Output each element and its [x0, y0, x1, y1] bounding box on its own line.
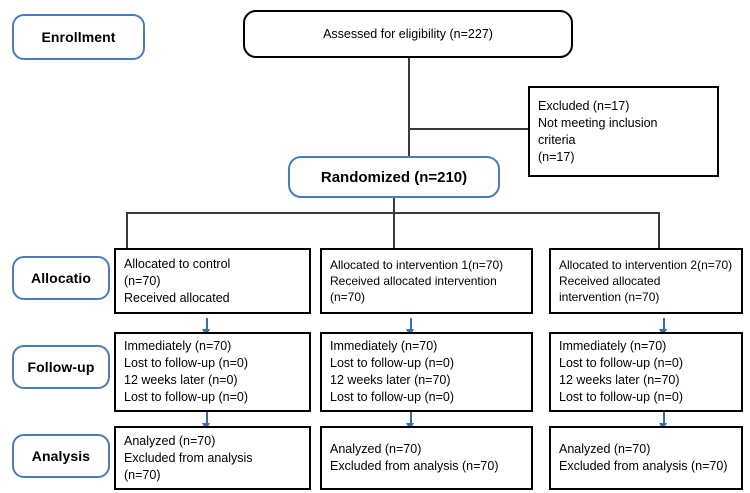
node-followup-intervention2-line-4: Lost to follow-up (n=0) — [559, 390, 684, 404]
node-analysis-control-line-1: Analyzed (n=70) — [124, 433, 216, 448]
stage-label-followup-text: Follow-up — [27, 359, 95, 375]
stage-label-followup: Follow-up — [12, 345, 110, 389]
stage-label-enrollment: Enrollment — [12, 14, 145, 60]
node-allocated-intervention2: Allocated to intervention 2(n=70) Receiv… — [549, 248, 743, 314]
node-followup-control-line-2: Lost to follow-up (n=0) — [124, 356, 249, 370]
node-excluded-line-1: Excluded (n=17) — [538, 98, 630, 113]
node-allocated-intervention2-line-2: Received allocated — [559, 274, 661, 288]
stage-label-analysis-text: Analysis — [31, 448, 91, 464]
node-allocated-intervention1-line-1: Allocated to intervention 1(n=70) — [330, 258, 504, 272]
node-analysis-control-line-3: (n=70) — [124, 467, 161, 482]
connector-drop-intervention1 — [393, 212, 395, 248]
node-allocated-intervention2-line-3: intervention (n=70) — [559, 290, 660, 304]
stage-label-enrollment-text: Enrollment — [41, 29, 116, 45]
node-allocated-intervention1: Allocated to intervention 1(n=70) Receiv… — [320, 248, 533, 314]
node-assessed-for-eligibility: Assessed for eligibility (n=227) — [243, 10, 573, 58]
connector-drop-control — [126, 212, 128, 248]
node-allocated-control-line-3: Received allocated — [124, 290, 230, 305]
node-randomized: Randomized (n=210) — [288, 156, 500, 198]
connector-distribution-bar — [126, 212, 659, 214]
node-followup-intervention2: Immediately (n=70) Lost to follow-up (n=… — [549, 332, 743, 412]
node-followup-intervention1-line-2: Lost to follow-up (n=0) — [330, 356, 455, 370]
arrow-alloc-to-followup-intervention1 — [410, 318, 412, 332]
arrow-followup-to-analysis-control — [206, 412, 208, 426]
stage-label-allocation: Allocatio — [12, 256, 110, 300]
node-analysis-intervention2-line-2: Excluded from analysis (n=70) — [559, 459, 728, 473]
node-excluded-line-3: criteria — [538, 132, 576, 147]
node-excluded-line-2: Not meeting inclusion — [538, 115, 658, 130]
node-followup-control: Immediately (n=70) Lost to follow-up (n=… — [114, 332, 311, 412]
node-analysis-intervention2-line-1: Analyzed (n=70) — [559, 442, 651, 456]
node-allocated-intervention2-line-1: Allocated to intervention 2(n=70) — [559, 258, 733, 272]
node-followup-intervention1-line-4: Lost to follow-up (n=0) — [330, 390, 455, 404]
node-analysis-intervention1-line-1: Analyzed (n=70) — [330, 442, 422, 456]
connector-assessed-to-excluded — [408, 128, 528, 130]
connector-assessed-to-randomized — [408, 56, 410, 160]
connector-randomized-down — [393, 197, 395, 212]
arrow-followup-to-analysis-intervention2 — [663, 412, 665, 426]
node-followup-control-line-4: Lost to follow-up (n=0) — [124, 390, 249, 404]
node-analysis-control-line-2: Excluded from analysis — [124, 450, 253, 465]
connector-drop-intervention2 — [658, 212, 660, 248]
node-analysis-control: Analyzed (n=70) Excluded from analysis (… — [114, 426, 311, 490]
node-followup-control-line-1: Immediately (n=70) — [124, 339, 232, 353]
arrow-alloc-to-followup-intervention2 — [663, 318, 665, 332]
arrow-alloc-to-followup-control — [206, 318, 208, 332]
node-analysis-intervention1: Analyzed (n=70) Excluded from analysis (… — [320, 426, 533, 490]
node-followup-intervention1-line-1: Immediately (n=70) — [330, 339, 438, 353]
node-followup-control-line-3: 12 weeks later (n=0) — [124, 373, 238, 387]
node-excluded: Excluded (n=17) Not meeting inclusion cr… — [528, 86, 719, 177]
stage-label-analysis: Analysis — [12, 434, 110, 478]
node-followup-intervention1-line-3: 12 weeks later (n=70) — [330, 373, 451, 387]
node-allocated-control: Allocated to control (n=70) Received all… — [114, 248, 311, 314]
node-assessed-line-1: Assessed for eligibility (n=227) — [323, 26, 493, 41]
node-randomized-line-1: Randomized (n=210) — [320, 168, 468, 186]
node-followup-intervention2-line-1: Immediately (n=70) — [559, 339, 667, 353]
node-followup-intervention1: Immediately (n=70) Lost to follow-up (n=… — [320, 332, 533, 412]
node-allocated-control-line-1: Allocated to control — [124, 256, 231, 271]
node-analysis-intervention1-line-2: Excluded from analysis (n=70) — [330, 459, 499, 473]
node-allocated-intervention1-line-2: Received allocated intervention — [330, 274, 497, 288]
arrow-followup-to-analysis-intervention1 — [410, 412, 412, 426]
node-allocated-intervention1-line-3: (n=70) — [330, 290, 366, 304]
stage-label-allocation-text: Allocatio — [30, 270, 92, 286]
node-followup-intervention2-line-2: Lost to follow-up (n=0) — [559, 356, 684, 370]
node-allocated-control-line-2: (n=70) — [124, 273, 161, 288]
node-followup-intervention2-line-3: 12 weeks later (n=70) — [559, 373, 680, 387]
node-analysis-intervention2: Analyzed (n=70) Excluded from analysis (… — [549, 426, 743, 490]
node-excluded-line-4: (n=17) — [538, 149, 575, 164]
